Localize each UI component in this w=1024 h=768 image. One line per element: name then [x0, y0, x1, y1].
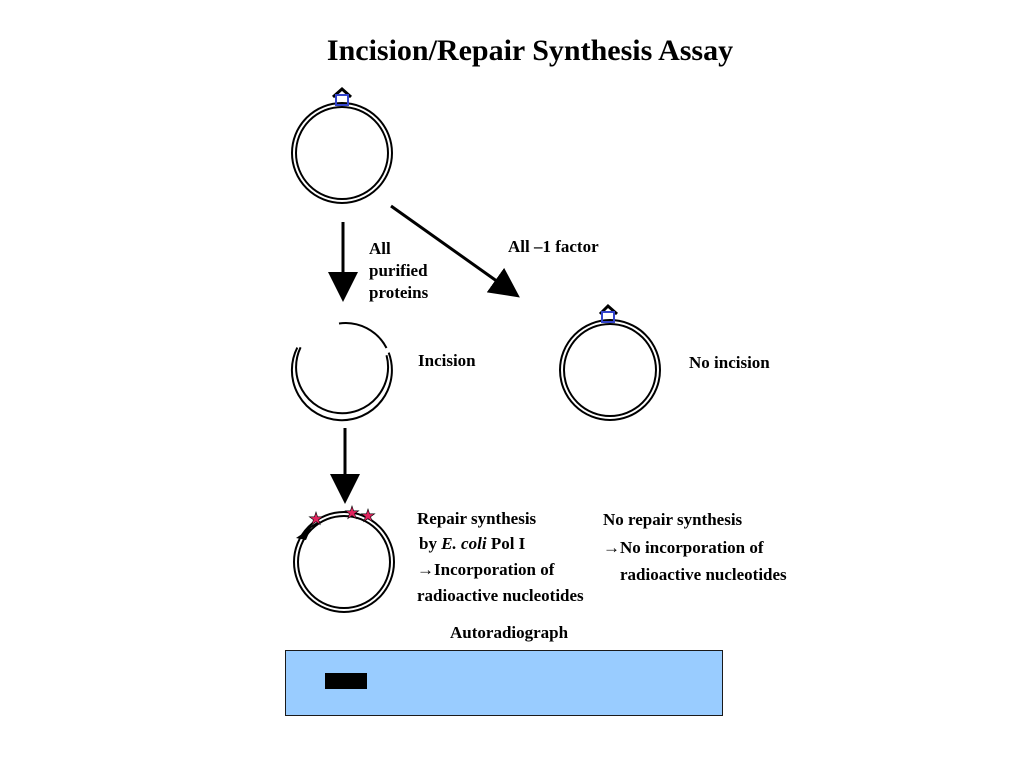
label-all-minus-factor: All –1 factor	[508, 237, 599, 256]
label-repair-synthesis: Repair synthesis	[417, 509, 537, 528]
label-all: All	[369, 239, 391, 258]
synthesis-arrowhead-icon	[296, 528, 311, 540]
label-incision: Incision	[418, 351, 476, 370]
radioactive-star-icons	[308, 505, 376, 526]
right-arrow-icon: →	[417, 560, 434, 579]
right-arrow-icon: →	[603, 538, 620, 557]
label-autoradiograph: Autoradiograph	[450, 623, 569, 642]
lesion-icon	[332, 86, 352, 106]
label-no-radioactive-nucleotides: radioactive nucleotides	[620, 565, 787, 584]
repaired-plasmid	[293, 511, 395, 613]
label-proteins: proteins	[369, 283, 429, 302]
incised-plasmid	[290, 322, 393, 422]
label-incorporation: →Incorporation of	[417, 560, 555, 579]
label-purified: purified	[369, 261, 428, 280]
page-title: Incision/Repair Synthesis Assay	[326, 34, 734, 67]
star-icon	[308, 511, 324, 526]
arrow-minus-factor	[390, 204, 520, 298]
species-name: E. coli	[441, 534, 487, 553]
label-no-incorporation: →No incorporation of	[603, 538, 764, 557]
star-icon	[344, 505, 360, 520]
label-no-incision: No incision	[689, 353, 770, 372]
unincised-plasmid	[559, 319, 661, 421]
lesion-icon-unincised	[598, 303, 618, 323]
star-icon	[360, 508, 376, 523]
substrate-plasmid	[291, 102, 393, 204]
label-no-repair-synthesis: No repair synthesis	[603, 510, 743, 529]
label-radioactive-nucleotides: radioactive nucleotides	[417, 586, 584, 605]
label-by-ecoli: by E. coli Pol I	[419, 534, 526, 553]
gel-band	[325, 673, 367, 689]
